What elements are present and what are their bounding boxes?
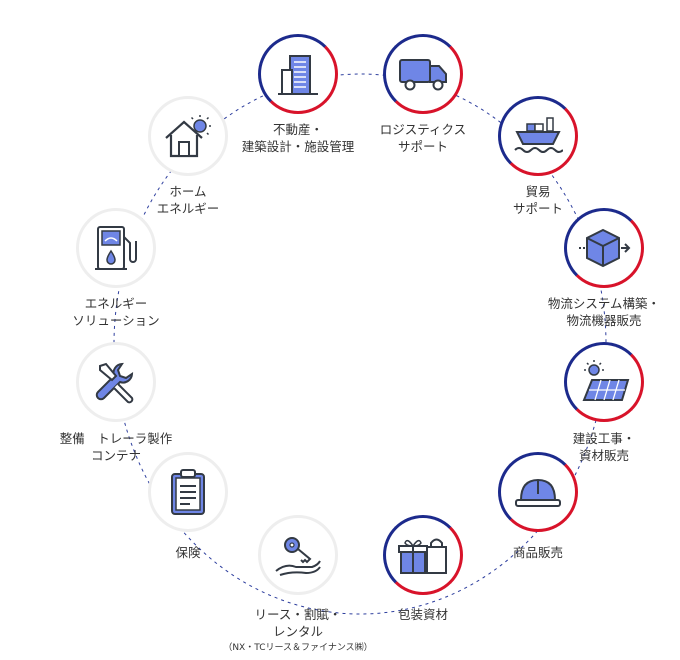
label-products: 商品販売 bbox=[513, 544, 563, 561]
label-real-estate: 不動産・ 建築設計・施設管理 bbox=[242, 121, 355, 155]
label-logistics: ロジスティクス サポート bbox=[380, 121, 466, 155]
label-line: ホーム bbox=[169, 184, 207, 199]
label-line: 資材販売 bbox=[578, 448, 630, 463]
label-insurance: 保険 bbox=[175, 544, 200, 561]
gift-bag-icon bbox=[398, 538, 447, 574]
label-line: リース・割賦・ bbox=[254, 607, 342, 622]
label-line: 物流システム構築・ bbox=[547, 296, 661, 311]
label-line: 不動産・ bbox=[272, 122, 324, 137]
label-trade: 貿易 サポート bbox=[513, 183, 563, 217]
label-line: サポート bbox=[397, 139, 449, 154]
node-real-estate[interactable] bbox=[258, 34, 338, 114]
clipboard-icon bbox=[171, 469, 205, 515]
node-logistics[interactable] bbox=[383, 34, 463, 114]
wrench-screwdriver-icon bbox=[95, 362, 134, 404]
label-line: 商品販売 bbox=[512, 545, 564, 560]
label-leasing: リース・割賦・ レンタル bbox=[255, 606, 342, 640]
node-packaging[interactable] bbox=[383, 515, 463, 595]
node-leasing[interactable] bbox=[258, 515, 338, 595]
label-maintenance: 整備 トレーラ製作 コンテナ bbox=[60, 430, 173, 464]
label-logistics-systems: 物流システム構築・ 物流機器販売 bbox=[548, 295, 660, 329]
fuel-pump-icon bbox=[95, 226, 137, 270]
solar-panel-icon bbox=[582, 360, 630, 401]
node-trade[interactable] bbox=[498, 96, 578, 176]
label-line: コンテナ bbox=[90, 448, 142, 463]
label-line: エネルギー bbox=[156, 201, 220, 216]
label-line: 建築設計・施設管理 bbox=[241, 139, 355, 154]
label-line: エネルギー bbox=[84, 296, 148, 311]
label-line: 建設工事・ bbox=[572, 431, 636, 446]
node-construction[interactable] bbox=[564, 342, 644, 422]
label-line: 整備 トレーラ製作 bbox=[59, 431, 173, 446]
label-line: ロジスティクス bbox=[379, 122, 467, 137]
building-icon bbox=[278, 55, 318, 95]
label-home-energy: ホーム エネルギー bbox=[157, 183, 220, 217]
truck-icon bbox=[399, 59, 447, 91]
label-line: 物流機器販売 bbox=[566, 313, 642, 328]
label-line: 保険 bbox=[175, 545, 201, 560]
node-products[interactable] bbox=[498, 452, 578, 532]
key-hand-icon bbox=[275, 537, 321, 576]
box-icon bbox=[579, 228, 631, 268]
node-energy-solution[interactable] bbox=[76, 208, 156, 288]
label-line: レンタル bbox=[272, 624, 324, 639]
label-line: 貿易 bbox=[525, 184, 551, 199]
label-line: 包装資材 bbox=[397, 607, 449, 622]
node-home-energy[interactable] bbox=[148, 96, 228, 176]
label-line: ソリューション bbox=[72, 313, 160, 328]
label-packaging: 包装資材 bbox=[398, 606, 448, 623]
node-maintenance[interactable] bbox=[76, 342, 156, 422]
node-insurance[interactable] bbox=[148, 452, 228, 532]
leasing-company-note: （NX・TCリース＆ファイナンス㈱） bbox=[223, 643, 373, 653]
cargo-ship-icon bbox=[514, 117, 563, 153]
house-sun-icon bbox=[165, 115, 211, 158]
node-logistics-systems[interactable] bbox=[564, 208, 644, 288]
label-energy-solution: エネルギー ソリューション bbox=[72, 295, 159, 329]
hard-hat-icon bbox=[515, 478, 561, 507]
label-construction: 建設工事・ 資材販売 bbox=[573, 430, 636, 464]
label-line: サポート bbox=[512, 201, 564, 216]
